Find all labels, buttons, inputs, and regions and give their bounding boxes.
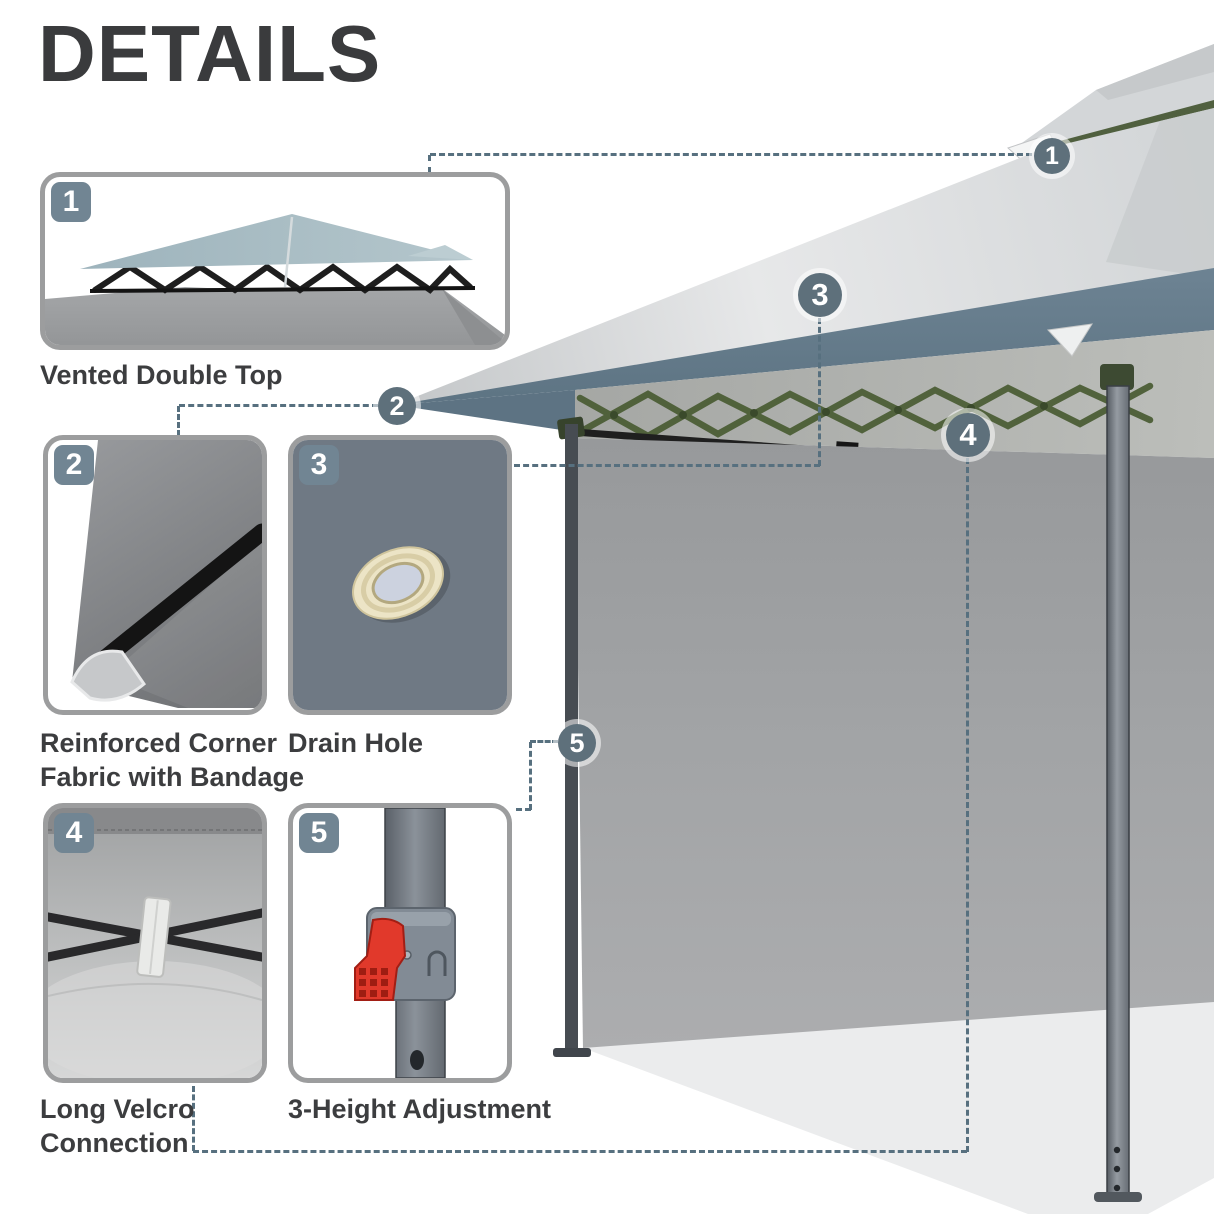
- connector-4-horizontal: [193, 1150, 967, 1153]
- thumbnail-height-adjustment: 5: [288, 803, 512, 1083]
- thumbnail-velcro-connection: 4: [43, 803, 267, 1083]
- connector-1-horizontal: [430, 153, 1032, 156]
- height-adjust-art: [354, 808, 456, 1078]
- canopy-roof: [395, 108, 1214, 405]
- connector-2-horizontal: [179, 404, 378, 407]
- drain-hole-art: [293, 440, 507, 710]
- badge-1: 1: [51, 182, 91, 222]
- marker-2: 2: [378, 387, 416, 425]
- sidewall-panel: [575, 438, 1214, 1050]
- badge-3: 3: [299, 445, 339, 485]
- marker-1: 1: [1034, 138, 1070, 174]
- connector-4-vertical-long: [966, 458, 969, 1152]
- marker-4: 4: [946, 413, 990, 457]
- caption-reinforced-corner: Reinforced Corner Fabric with Bandage: [40, 728, 305, 792]
- corner-fabric-art: [70, 440, 262, 708]
- thumbnail-vented-double-top: 1: [40, 172, 510, 350]
- marker-5: 5: [558, 724, 596, 762]
- caption-vented-double-top: Vented Double Top: [40, 360, 283, 390]
- page-title: DETAILS: [38, 9, 382, 98]
- connector-1-vertical: [428, 155, 431, 173]
- connector-5-vertical: [529, 742, 532, 810]
- badge-2: 2: [54, 445, 94, 485]
- badge-4: 4: [54, 813, 94, 853]
- thumbnail-drain-hole: 3: [288, 435, 512, 715]
- connector-3-horizontal: [514, 464, 820, 467]
- right-pole: [1094, 364, 1142, 1202]
- ground-shadow: [583, 1002, 1214, 1214]
- velcro-art: [48, 808, 262, 1078]
- thumbnail-reinforced-corner: 2: [43, 435, 267, 715]
- connector-5-horizontal-a: [530, 740, 558, 743]
- connector-4-vertical-short: [192, 1086, 195, 1151]
- connector-3-vertical: [818, 318, 821, 466]
- caption-drain-hole: Drain Hole: [288, 728, 424, 758]
- frame-truss-green: [576, 382, 1154, 440]
- caption-velcro-connection: Long Velcro Connection: [40, 1094, 195, 1158]
- corner-fabric-tab: [1046, 323, 1093, 357]
- marker-3: 3: [798, 273, 842, 317]
- connector-2-vertical: [177, 406, 180, 436]
- caption-height-adjustment: 3-Height Adjustment: [288, 1094, 551, 1124]
- connector-5-horizontal-b: [516, 808, 531, 811]
- badge-5: 5: [299, 813, 339, 853]
- canopy-valance: [395, 268, 1214, 432]
- vent-top-art: [45, 214, 505, 345]
